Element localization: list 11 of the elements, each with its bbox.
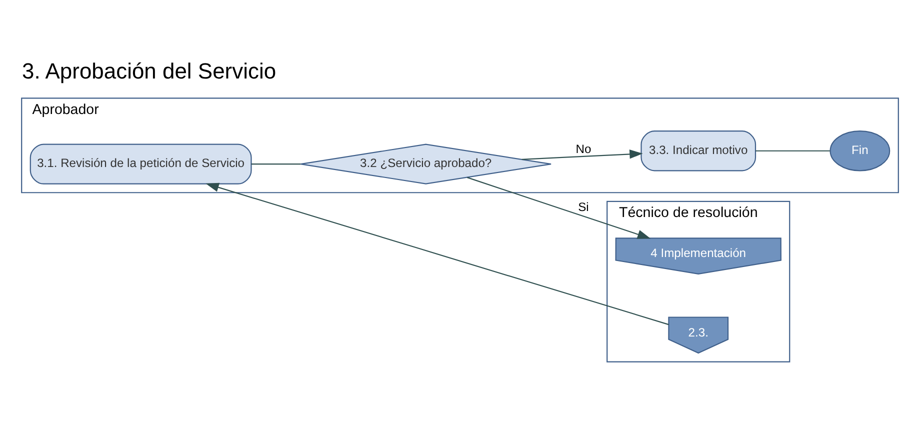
- node-ellipse: Fin: [830, 130, 890, 171]
- connector: [756, 150, 830, 151]
- node-box: 3.3. Indicar motivo: [640, 130, 756, 171]
- arrow: [522, 149, 643, 160]
- edge-label: Si: [578, 200, 589, 214]
- node-box: 3.1. Revisión de la petición de Servicio: [30, 143, 252, 184]
- diagram-title: 3. Aprobación del Servicio: [22, 58, 276, 83]
- connector: [251, 163, 301, 164]
- arrow: [206, 182, 669, 325]
- edge-label: No: [576, 141, 592, 156]
- node-diamond: 3.2 ¿Servicio aprobado?: [300, 143, 552, 184]
